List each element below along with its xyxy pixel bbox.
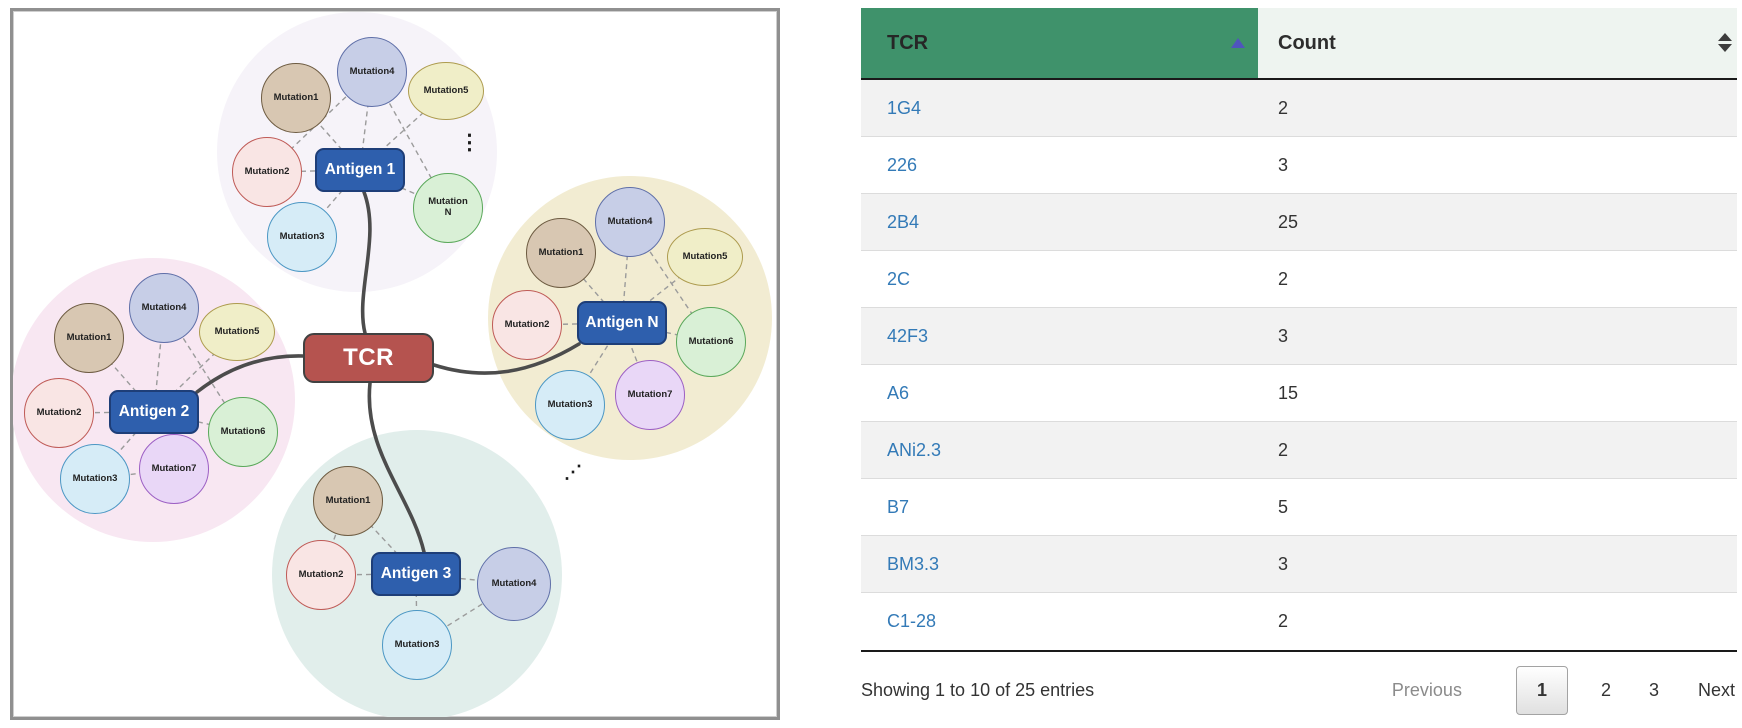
mutation-node: Mutation2 xyxy=(286,540,356,610)
mutation-node: Mutation3 xyxy=(382,610,452,680)
edge-tcr-antigen1 xyxy=(360,190,372,335)
tcr-node: TCR xyxy=(303,333,434,383)
count-cell: 3 xyxy=(1278,325,1289,346)
tcr-cell: 42F3 xyxy=(861,308,1258,364)
pagination: Previous 1 2 3 Next xyxy=(1391,665,1737,715)
tcr-link[interactable]: 1G4 xyxy=(887,97,922,118)
count-cell: 2 xyxy=(1278,611,1289,631)
mutation-node: Mutation7 xyxy=(139,434,209,504)
table-row: 42F3 3 xyxy=(861,308,1737,365)
mutation-node: Mutation2 xyxy=(492,290,562,360)
antigen-n-node: Antigen N xyxy=(577,301,667,345)
mutation-node: Mutation3 xyxy=(60,444,130,514)
mutation-node: Mutation N xyxy=(413,173,483,243)
table-row: 1G4 2 xyxy=(861,80,1737,137)
pagination-page-1-button-current[interactable]: 1 xyxy=(1515,665,1568,715)
vertical-ellipsis: ⋮ xyxy=(459,131,480,154)
tcr-link[interactable]: 2C xyxy=(887,268,911,289)
table-row: 2C 2 xyxy=(861,251,1737,308)
tcr-link[interactable]: B7 xyxy=(887,496,910,517)
table-row: A6 15 xyxy=(861,365,1737,422)
mutation-node: Mutation4 xyxy=(129,273,199,343)
tcr-count-table: TCR Count 1G4 2 226 3 2B4 25 xyxy=(861,8,1737,728)
antigen-3-node: Antigen 3 xyxy=(371,552,461,596)
pagination-page-2-button[interactable]: 2 xyxy=(1600,679,1611,700)
column-header-count[interactable]: Count xyxy=(1258,8,1737,78)
count-cell: 5 xyxy=(1278,496,1289,517)
mutation-node: Mutation3 xyxy=(535,370,605,440)
pagination-page-3-button[interactable]: 3 xyxy=(1648,679,1659,700)
tcr-cell: 2C xyxy=(861,251,1258,307)
table-footer: Showing 1 to 10 of 25 entries Previous 1… xyxy=(861,652,1737,728)
mutation-node: Mutation1 xyxy=(54,303,124,373)
pagination-next-button[interactable]: Next xyxy=(1697,679,1735,700)
table-row: C1-28 2 xyxy=(861,593,1737,650)
tcr-cell: BM3.3 xyxy=(861,536,1258,592)
tcr-cell: ANi2.3 xyxy=(861,422,1258,478)
tcr-link[interactable]: 226 xyxy=(887,154,918,175)
mutation-node: Mutation4 xyxy=(477,547,551,621)
antigen-1-node: Antigen 1 xyxy=(315,148,405,192)
mutation-node: Mutation4 xyxy=(337,37,407,107)
table-info-text: Showing 1 to 10 of 25 entries xyxy=(861,679,1095,700)
edge-tcr-antigen3 xyxy=(367,381,426,554)
mutation-node: Mutation5 xyxy=(408,62,484,120)
mutation-node: Mutation2 xyxy=(24,378,94,448)
column-header-count-label: Count xyxy=(1278,31,1336,54)
mutation-node: Mutation5 xyxy=(199,303,275,361)
tcr-link[interactable]: A6 xyxy=(887,382,910,403)
count-cell: 2 xyxy=(1278,439,1289,460)
tcr-cell: 226 xyxy=(861,137,1258,193)
count-cell: 3 xyxy=(1278,154,1289,175)
pagination-previous-button[interactable]: Previous xyxy=(1391,679,1462,700)
antigen-2-node: Antigen 2 xyxy=(109,390,199,434)
table-header-row: TCR Count xyxy=(861,8,1737,80)
mutation-node: Mutation3 xyxy=(267,202,337,272)
count-cell: 15 xyxy=(1278,382,1299,403)
tcr-cell: B7 xyxy=(861,479,1258,535)
table-row: B7 5 xyxy=(861,479,1737,536)
tcr-cell: C1-28 xyxy=(861,593,1258,650)
tcr-link[interactable]: BM3.3 xyxy=(887,553,940,574)
tcr-cell: 2B4 xyxy=(861,194,1258,250)
tcr-cell: 1G4 xyxy=(861,80,1258,136)
mutation-node: Mutation1 xyxy=(313,466,383,536)
sort-ascending-icon xyxy=(1231,38,1245,48)
edge-tcr-antigen2 xyxy=(195,354,305,394)
sort-up-triangle xyxy=(1718,33,1732,41)
mutation-node: Mutation1 xyxy=(261,63,331,133)
sort-down-triangle xyxy=(1718,44,1732,52)
table-row: 2B4 25 xyxy=(861,194,1737,251)
column-header-tcr[interactable]: TCR xyxy=(861,8,1258,78)
tcr-link[interactable]: 2B4 xyxy=(887,211,920,232)
mutation-node: Mutation7 xyxy=(615,360,685,430)
count-cell: 3 xyxy=(1278,553,1289,574)
tcr-link[interactable]: 42F3 xyxy=(887,325,929,346)
tcr-cell: A6 xyxy=(861,365,1258,421)
mutation-node: Mutation4 xyxy=(595,187,665,257)
mutation-node: Mutation6 xyxy=(676,307,746,377)
tcr-link[interactable]: C1-28 xyxy=(887,611,937,631)
tcr-antigen-edges xyxy=(195,190,581,554)
count-cell: 2 xyxy=(1278,97,1289,118)
tcr-antigen-network-diagram: Mutation4 Mutation1 Mutation5 Mutation2 … xyxy=(10,8,780,720)
count-cell: 25 xyxy=(1278,211,1299,232)
mutation-node: Mutation2 xyxy=(232,137,302,207)
table-body: 1G4 2 226 3 2B4 25 2C 2 42F3 3 A6 15 xyxy=(861,80,1737,652)
mutation-node: Mutation1 xyxy=(526,218,596,288)
mutation-node: Mutation6 xyxy=(208,397,278,467)
diagonal-ellipsis: ⋰ xyxy=(564,462,582,482)
edge-tcr-antigenN xyxy=(432,342,581,375)
table-row: ANi2.3 2 xyxy=(861,422,1737,479)
mutation-node: Mutation5 xyxy=(667,228,743,286)
column-header-tcr-label: TCR xyxy=(887,31,929,54)
tcr-link[interactable]: ANi2.3 xyxy=(887,439,942,460)
table-row: 226 3 xyxy=(861,137,1737,194)
count-cell: 2 xyxy=(1278,268,1289,289)
table-row: BM3.3 3 xyxy=(861,536,1737,593)
